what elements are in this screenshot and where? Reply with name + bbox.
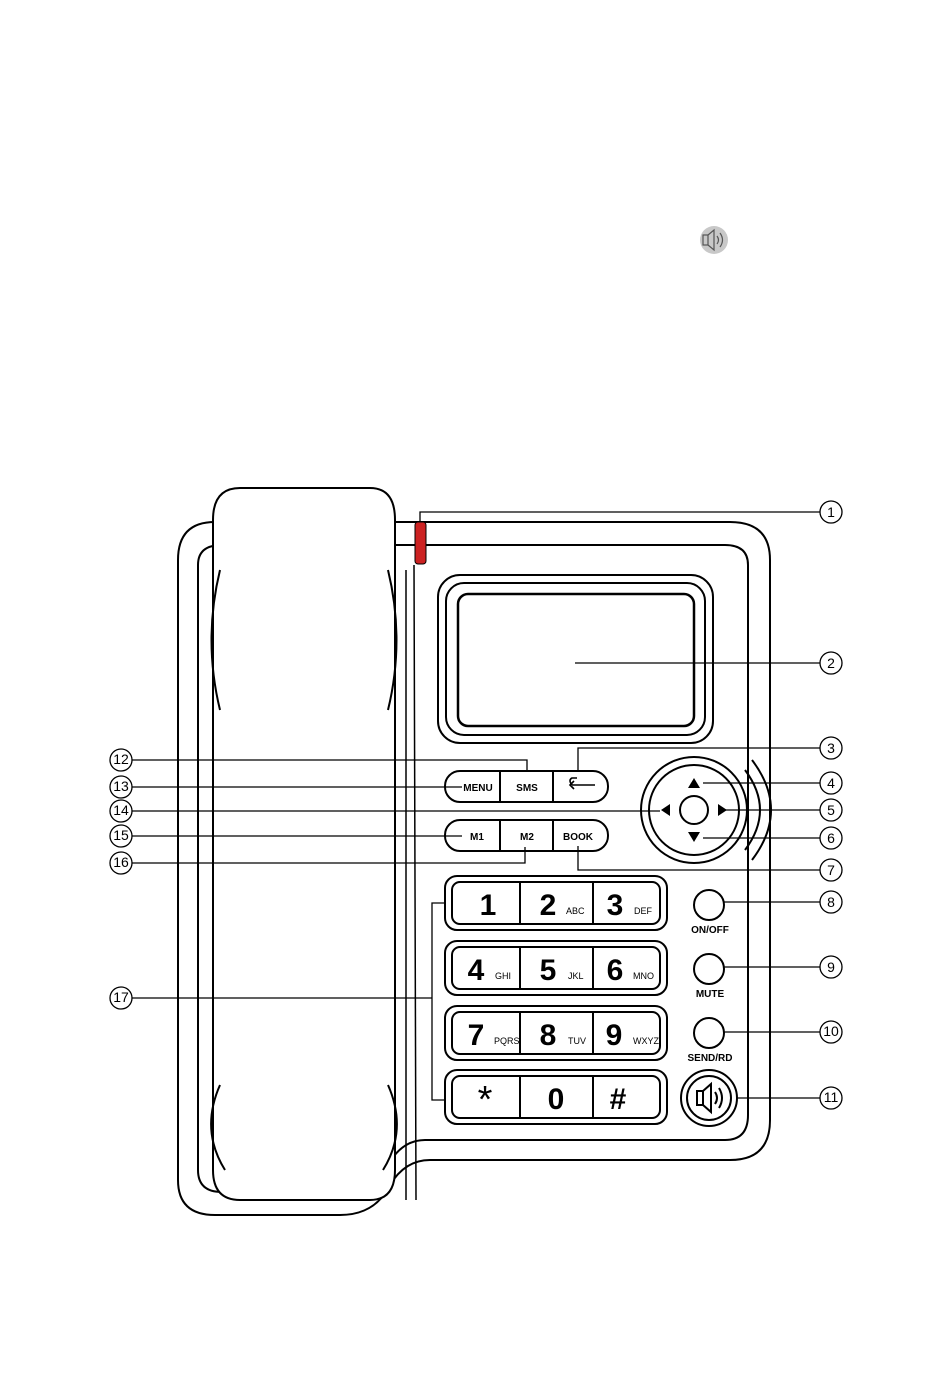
key-star[interactable]: * — [478, 1079, 493, 1121]
callout-6: 6 — [827, 830, 835, 846]
handset-cradle-line — [406, 565, 416, 1200]
callout-12: 12 — [113, 751, 129, 767]
key-6[interactable]: 6 — [607, 954, 624, 987]
menu-button[interactable]: MENU — [463, 783, 492, 794]
callout-7: 7 — [827, 862, 835, 878]
sms-button[interactable]: SMS — [516, 783, 538, 794]
key-9[interactable]: 9 — [606, 1019, 623, 1052]
key-4-letters: GHI — [495, 971, 511, 981]
speakerphone-button[interactable] — [681, 1070, 737, 1126]
ok-button[interactable] — [680, 796, 708, 824]
callout-16: 16 — [113, 854, 129, 870]
key-hash[interactable]: # — [610, 1083, 627, 1116]
key-9-letters: WXYZ — [633, 1036, 660, 1046]
handset[interactable] — [211, 488, 397, 1200]
speaker-icon — [700, 226, 728, 254]
lcd-display — [438, 575, 713, 743]
key-0[interactable]: 0 — [548, 1083, 565, 1116]
mute-button[interactable] — [694, 954, 724, 984]
key-6-letters: MNO — [633, 971, 654, 981]
key-7[interactable]: 7 — [468, 1019, 485, 1052]
callout-5: 5 — [827, 802, 835, 818]
key-1[interactable]: 1 — [480, 889, 497, 922]
key-5[interactable]: 5 — [540, 954, 557, 987]
callout-1: 1 — [827, 504, 835, 520]
key-4[interactable]: 4 — [468, 954, 485, 987]
mute-label: MUTE — [696, 989, 725, 1000]
key-8-letters: TUV — [568, 1036, 586, 1046]
key-2[interactable]: 2 — [540, 889, 557, 922]
m2-button[interactable]: M2 — [520, 832, 534, 843]
send-rd-label: SEND/RD — [687, 1053, 732, 1064]
key-3[interactable]: 3 — [607, 889, 624, 922]
callout-3: 3 — [827, 740, 835, 756]
on-off-button[interactable] — [694, 890, 724, 920]
callout-2: 2 — [827, 655, 835, 671]
callout-17: 17 — [113, 989, 129, 1005]
key-7-letters: PQRS — [494, 1036, 520, 1046]
callout-8: 8 — [827, 894, 835, 910]
callout-4: 4 — [827, 775, 835, 791]
ring-indicator-led — [415, 522, 426, 564]
key-8[interactable]: 8 — [540, 1019, 557, 1052]
key-5-letters: JKL — [568, 971, 584, 981]
callout-14: 14 — [113, 802, 129, 818]
key-2-letters: ABC — [566, 906, 585, 916]
on-off-label: ON/OFF — [691, 925, 729, 936]
send-rd-button[interactable] — [694, 1018, 724, 1048]
callout-11: 11 — [824, 1089, 839, 1105]
m1-button[interactable]: M1 — [470, 832, 484, 843]
callout-10: 10 — [823, 1023, 839, 1039]
callout-13: 13 — [113, 778, 129, 794]
book-button[interactable]: BOOK — [563, 832, 594, 843]
callout-15: 15 — [113, 827, 129, 843]
callout-9: 9 — [827, 959, 835, 975]
key-3-letters: DEF — [634, 906, 653, 916]
